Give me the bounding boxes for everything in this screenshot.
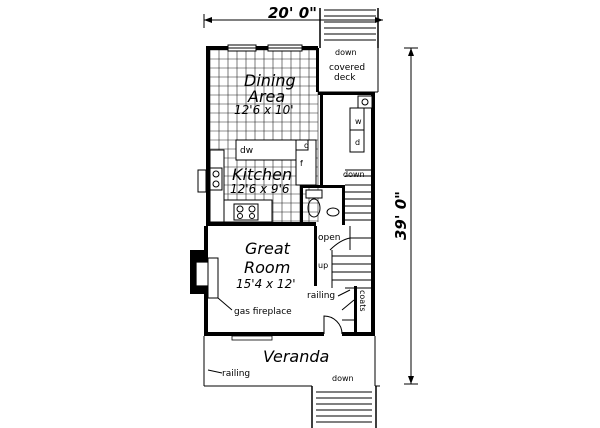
depth-dimension-label: 39' 0" <box>392 191 410 240</box>
laundry-area <box>320 95 373 185</box>
up-label: up <box>318 261 328 270</box>
kitchen-label: Kitchen <box>232 165 292 184</box>
great-room-size-label: 15'4 x 12' <box>236 277 296 291</box>
stairs-down-mid-label: down <box>343 170 365 179</box>
gas-fireplace-label: gas fireplace <box>234 307 292 317</box>
powder-room <box>300 185 345 225</box>
kitchen-counters <box>197 139 317 223</box>
coats-closet <box>341 286 357 332</box>
dining-label-line1: Dining <box>244 71 296 90</box>
depth-dimension <box>404 47 418 385</box>
great-room-label-line2: Room <box>244 258 290 277</box>
dryer-label: d <box>355 138 360 147</box>
railing-veranda-label: railing <box>222 369 250 379</box>
dining-label-line2: Area <box>247 87 285 106</box>
width-dimension <box>203 14 383 28</box>
stairs-down-top-label: down <box>335 48 357 57</box>
washer-label: w <box>355 117 362 126</box>
great-room-label-line1: Great <box>245 239 291 258</box>
veranda-label: Veranda <box>263 347 329 366</box>
refrigerator-label: d <box>304 141 309 150</box>
front-door <box>323 315 343 335</box>
veranda <box>203 335 380 387</box>
stairs-down-bottom-label: down <box>332 374 354 383</box>
covered-deck-label-line1: covered <box>329 63 365 73</box>
dining-size-label: 12'6 x 10' <box>234 103 294 117</box>
pantry-label: f <box>300 159 303 168</box>
top-windows <box>227 44 303 52</box>
dishwasher-label: dw <box>240 146 253 156</box>
mid-stairs <box>345 169 371 221</box>
coats-label: coats <box>358 290 367 312</box>
kitchen-size-label: 12'6 x 9'6 <box>230 182 290 196</box>
covered-deck-label-line2: deck <box>334 73 356 83</box>
gas-fireplace <box>190 250 219 299</box>
bottom-stairs <box>311 386 377 428</box>
railing-great-room-label: railing <box>307 291 335 301</box>
width-dimension-label: 20' 0" <box>268 4 317 22</box>
top-stairs <box>319 8 379 48</box>
open-label: open <box>318 233 340 243</box>
up-stairs <box>314 226 371 289</box>
